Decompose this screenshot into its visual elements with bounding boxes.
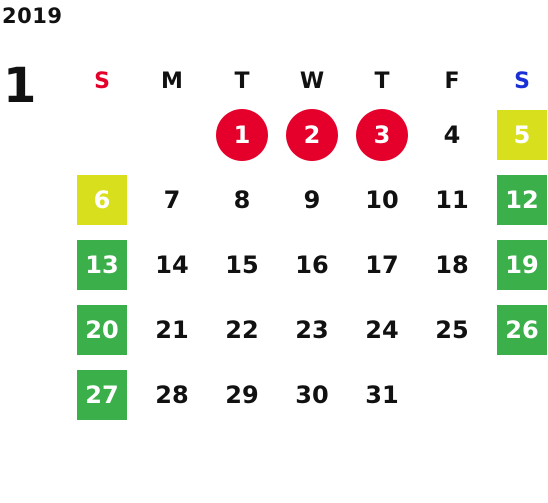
day-number: 11: [435, 185, 469, 214]
day-number: 4: [443, 120, 461, 149]
day-cell[interactable]: 23: [277, 297, 347, 362]
day-cell[interactable]: 5: [487, 102, 548, 167]
day-number: 15: [225, 250, 259, 279]
day-cell[interactable]: 6: [67, 167, 137, 232]
day-number: 20: [77, 304, 127, 355]
day-cell[interactable]: 1: [207, 102, 277, 167]
weekday-header: W: [299, 68, 325, 94]
day-number: 28: [155, 380, 189, 409]
day-number: 27: [77, 369, 127, 420]
day-number: 26: [497, 304, 547, 355]
weekday-header: M: [161, 68, 183, 94]
weekday-header: T: [374, 68, 390, 94]
day-number: 12: [497, 174, 547, 225]
month-label: 1: [3, 58, 37, 114]
day-number: 3: [356, 108, 408, 161]
empty-cell: [67, 102, 137, 167]
day-number: 30: [295, 380, 329, 409]
day-cell[interactable]: 13: [67, 232, 137, 297]
day-cell[interactable]: 28: [137, 362, 207, 427]
day-number: 29: [225, 380, 259, 409]
day-number: 18: [435, 250, 469, 279]
day-number: 14: [155, 250, 189, 279]
day-cell[interactable]: 3: [347, 102, 417, 167]
day-number: 16: [295, 250, 329, 279]
day-cell[interactable]: 30: [277, 362, 347, 427]
day-cell[interactable]: 16: [277, 232, 347, 297]
day-cell[interactable]: 18: [417, 232, 487, 297]
day-cell[interactable]: 24: [347, 297, 417, 362]
day-cell[interactable]: 19: [487, 232, 548, 297]
day-number: 7: [163, 185, 181, 214]
day-number: 5: [497, 109, 547, 160]
day-cell[interactable]: 20: [67, 297, 137, 362]
day-number: 2: [286, 108, 338, 161]
day-cell[interactable]: 10: [347, 167, 417, 232]
year-label: 2019: [2, 4, 63, 28]
day-cell[interactable]: 21: [137, 297, 207, 362]
weekday-header: T: [234, 68, 250, 94]
day-number: 25: [435, 315, 469, 344]
day-number: 22: [225, 315, 259, 344]
day-cell[interactable]: 11: [417, 167, 487, 232]
day-number: 1: [216, 108, 268, 161]
day-number: 13: [77, 239, 127, 290]
day-number: 8: [233, 185, 251, 214]
day-cell[interactable]: 8: [207, 167, 277, 232]
day-cell[interactable]: 27: [67, 362, 137, 427]
empty-cell: [137, 102, 207, 167]
day-cell[interactable]: 2: [277, 102, 347, 167]
day-cell[interactable]: 26: [487, 297, 548, 362]
day-number: 10: [365, 185, 399, 214]
day-cell[interactable]: 9: [277, 167, 347, 232]
day-number: 9: [303, 185, 321, 214]
day-cell[interactable]: 12: [487, 167, 548, 232]
day-cell[interactable]: 14: [137, 232, 207, 297]
day-number: 23: [295, 315, 329, 344]
day-number: 21: [155, 315, 189, 344]
day-number: 31: [365, 380, 399, 409]
day-cell[interactable]: 25: [417, 297, 487, 362]
day-number: 24: [365, 315, 399, 344]
day-number: 6: [77, 174, 127, 225]
day-cell[interactable]: 7: [137, 167, 207, 232]
day-cell[interactable]: 29: [207, 362, 277, 427]
day-cell[interactable]: 22: [207, 297, 277, 362]
day-number: 17: [365, 250, 399, 279]
day-number: 19: [497, 239, 547, 290]
day-cell[interactable]: 4: [417, 102, 487, 167]
day-cell[interactable]: 31: [347, 362, 417, 427]
day-cell[interactable]: 17: [347, 232, 417, 297]
weekday-header: S: [514, 68, 530, 94]
weekday-header: S: [94, 68, 110, 94]
weekday-header: F: [444, 68, 460, 94]
day-cell[interactable]: 15: [207, 232, 277, 297]
